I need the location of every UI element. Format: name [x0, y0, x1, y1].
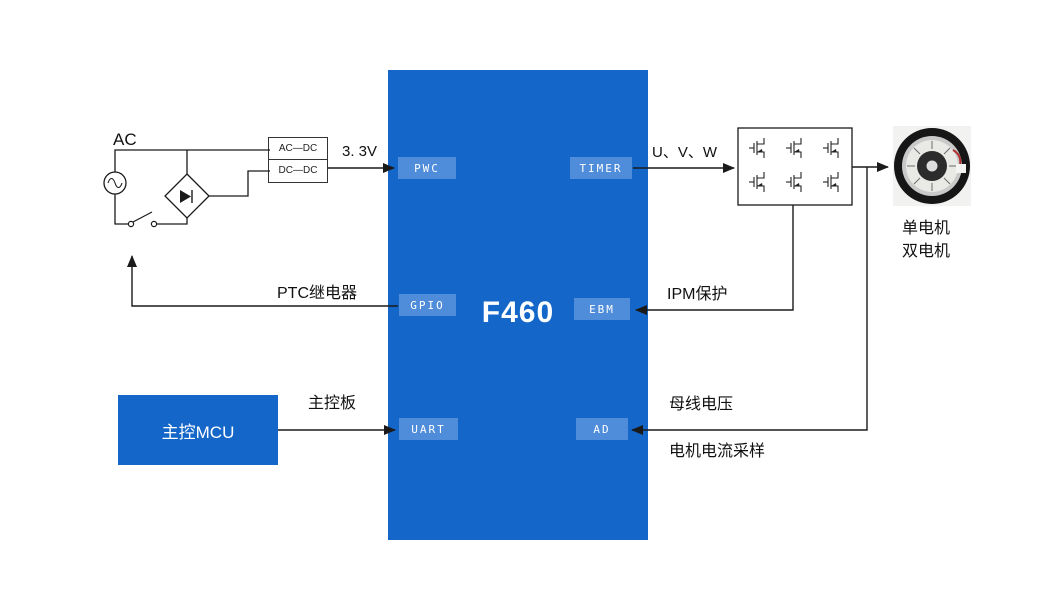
- acdc-converter-block: AC—DC DC—DC: [268, 137, 328, 183]
- mosfet-icon: [748, 137, 765, 159]
- ac-source-icon: [103, 171, 127, 195]
- uvw-phases-label: U、V、W: [652, 144, 717, 161]
- ac-label: AC: [113, 130, 137, 149]
- port-timer: TIMER: [570, 157, 632, 179]
- ac-circuit-wires: [114, 149, 270, 225]
- motor-photo: [893, 126, 971, 206]
- port-gpio: GPIO: [399, 294, 456, 316]
- dual-motor-label: 双电机: [902, 243, 951, 260]
- mosfet-icon: [748, 171, 765, 193]
- f460-chip-label: F460: [481, 296, 555, 329]
- voltage-3v3-label: 3. 3V: [342, 143, 378, 160]
- motor-current-label: 电机电流采样: [669, 443, 766, 460]
- port-pwc: PWC: [398, 157, 456, 179]
- dcdc-row: DC—DC: [278, 165, 318, 176]
- acdc-row: AC—DC: [269, 138, 327, 160]
- bridge-rectifier-icon: [164, 173, 210, 219]
- bus-voltage-label: 母线电压: [669, 396, 734, 413]
- arrow-gpio-to-ptc-relay: [127, 255, 398, 307]
- main-board-label: 主控板: [308, 395, 357, 412]
- mosfet-icon: [822, 137, 839, 159]
- relay-switch-icon: [127, 211, 158, 228]
- main-mcu-block: 主控MCU: [118, 395, 278, 465]
- ptc-relay-label: PTC继电器: [277, 285, 358, 302]
- port-ad: AD: [576, 418, 628, 440]
- ipm-protect-label: IPM保护: [667, 286, 728, 303]
- mosfet-icon: [785, 137, 802, 159]
- ipm-module: [737, 127, 853, 206]
- single-motor-label: 单电机: [902, 220, 951, 237]
- port-ebm: EBM: [574, 298, 630, 320]
- main-mcu-label: 主控MCU: [161, 422, 235, 442]
- mosfet-icon: [785, 171, 802, 193]
- port-uart: UART: [399, 418, 458, 440]
- motor-type-label: 单电机 双电机: [902, 217, 950, 263]
- mosfet-icon: [822, 171, 839, 193]
